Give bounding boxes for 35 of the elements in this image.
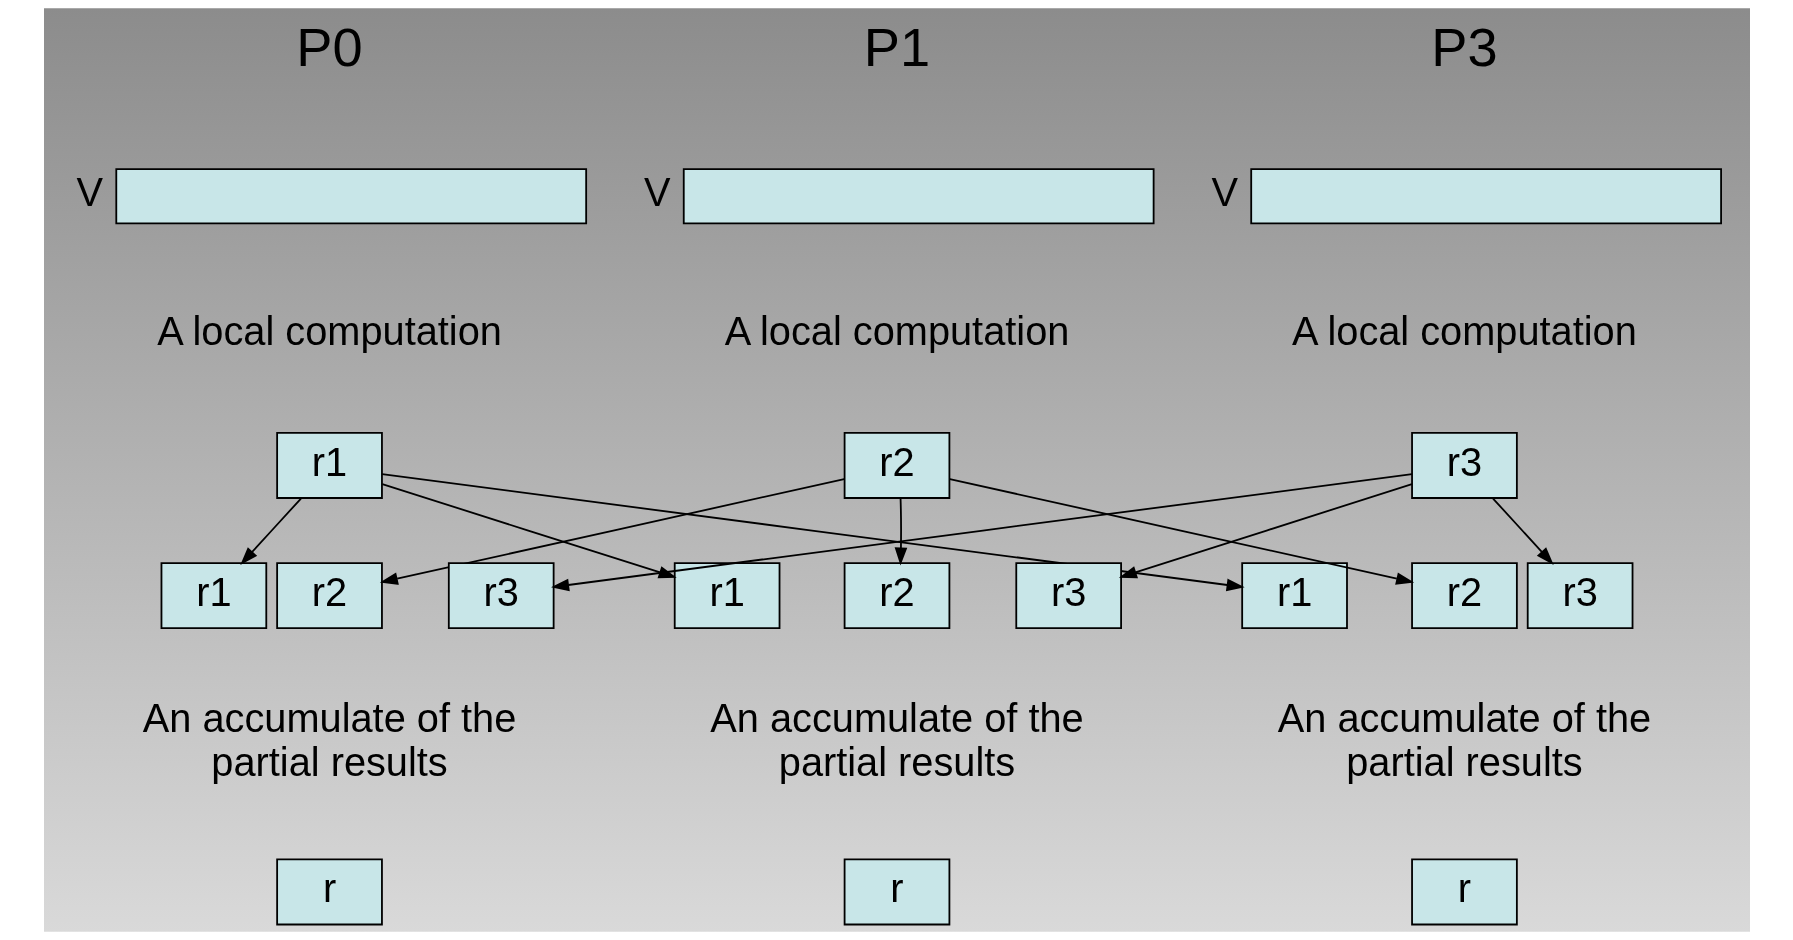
node-box: r2	[1410, 562, 1518, 630]
node-box: r	[275, 858, 383, 926]
label: A local computation	[724, 309, 1069, 354]
label: P1	[863, 17, 930, 78]
node-box: r2	[843, 562, 950, 630]
label: An accumulate of the partial results	[1277, 696, 1651, 784]
node-label: V	[76, 170, 103, 215]
node-box: r2	[843, 432, 950, 499]
node-box: r2	[275, 562, 383, 630]
label: A local computation	[156, 309, 502, 354]
arrow	[948, 478, 1414, 585]
node-label: V	[643, 170, 671, 215]
node-box: r3	[447, 562, 555, 630]
arrow	[379, 478, 845, 585]
arrow	[550, 473, 1413, 592]
label: A local computation	[1291, 309, 1637, 354]
node-box: r1	[160, 562, 267, 630]
arrow	[1118, 483, 1413, 579]
node-box: r1	[1240, 562, 1348, 630]
label: P0	[295, 17, 363, 78]
arrow	[380, 473, 1245, 592]
arrow	[894, 497, 907, 566]
node-label: V	[1210, 170, 1238, 215]
label: An accumulate of the partial results	[709, 696, 1084, 784]
label: An accumulate of the partial results	[142, 696, 516, 784]
node-box: r1	[275, 432, 383, 499]
node-box: r3	[1014, 562, 1122, 630]
label: P3	[1430, 17, 1498, 78]
arrow	[239, 497, 302, 565]
node-box: r	[1410, 858, 1518, 926]
arrow	[1491, 497, 1554, 565]
node-box: r3	[1410, 432, 1518, 499]
node-box: r	[843, 858, 950, 926]
node-box: r1	[673, 562, 780, 630]
node-box: r3	[1526, 562, 1633, 630]
